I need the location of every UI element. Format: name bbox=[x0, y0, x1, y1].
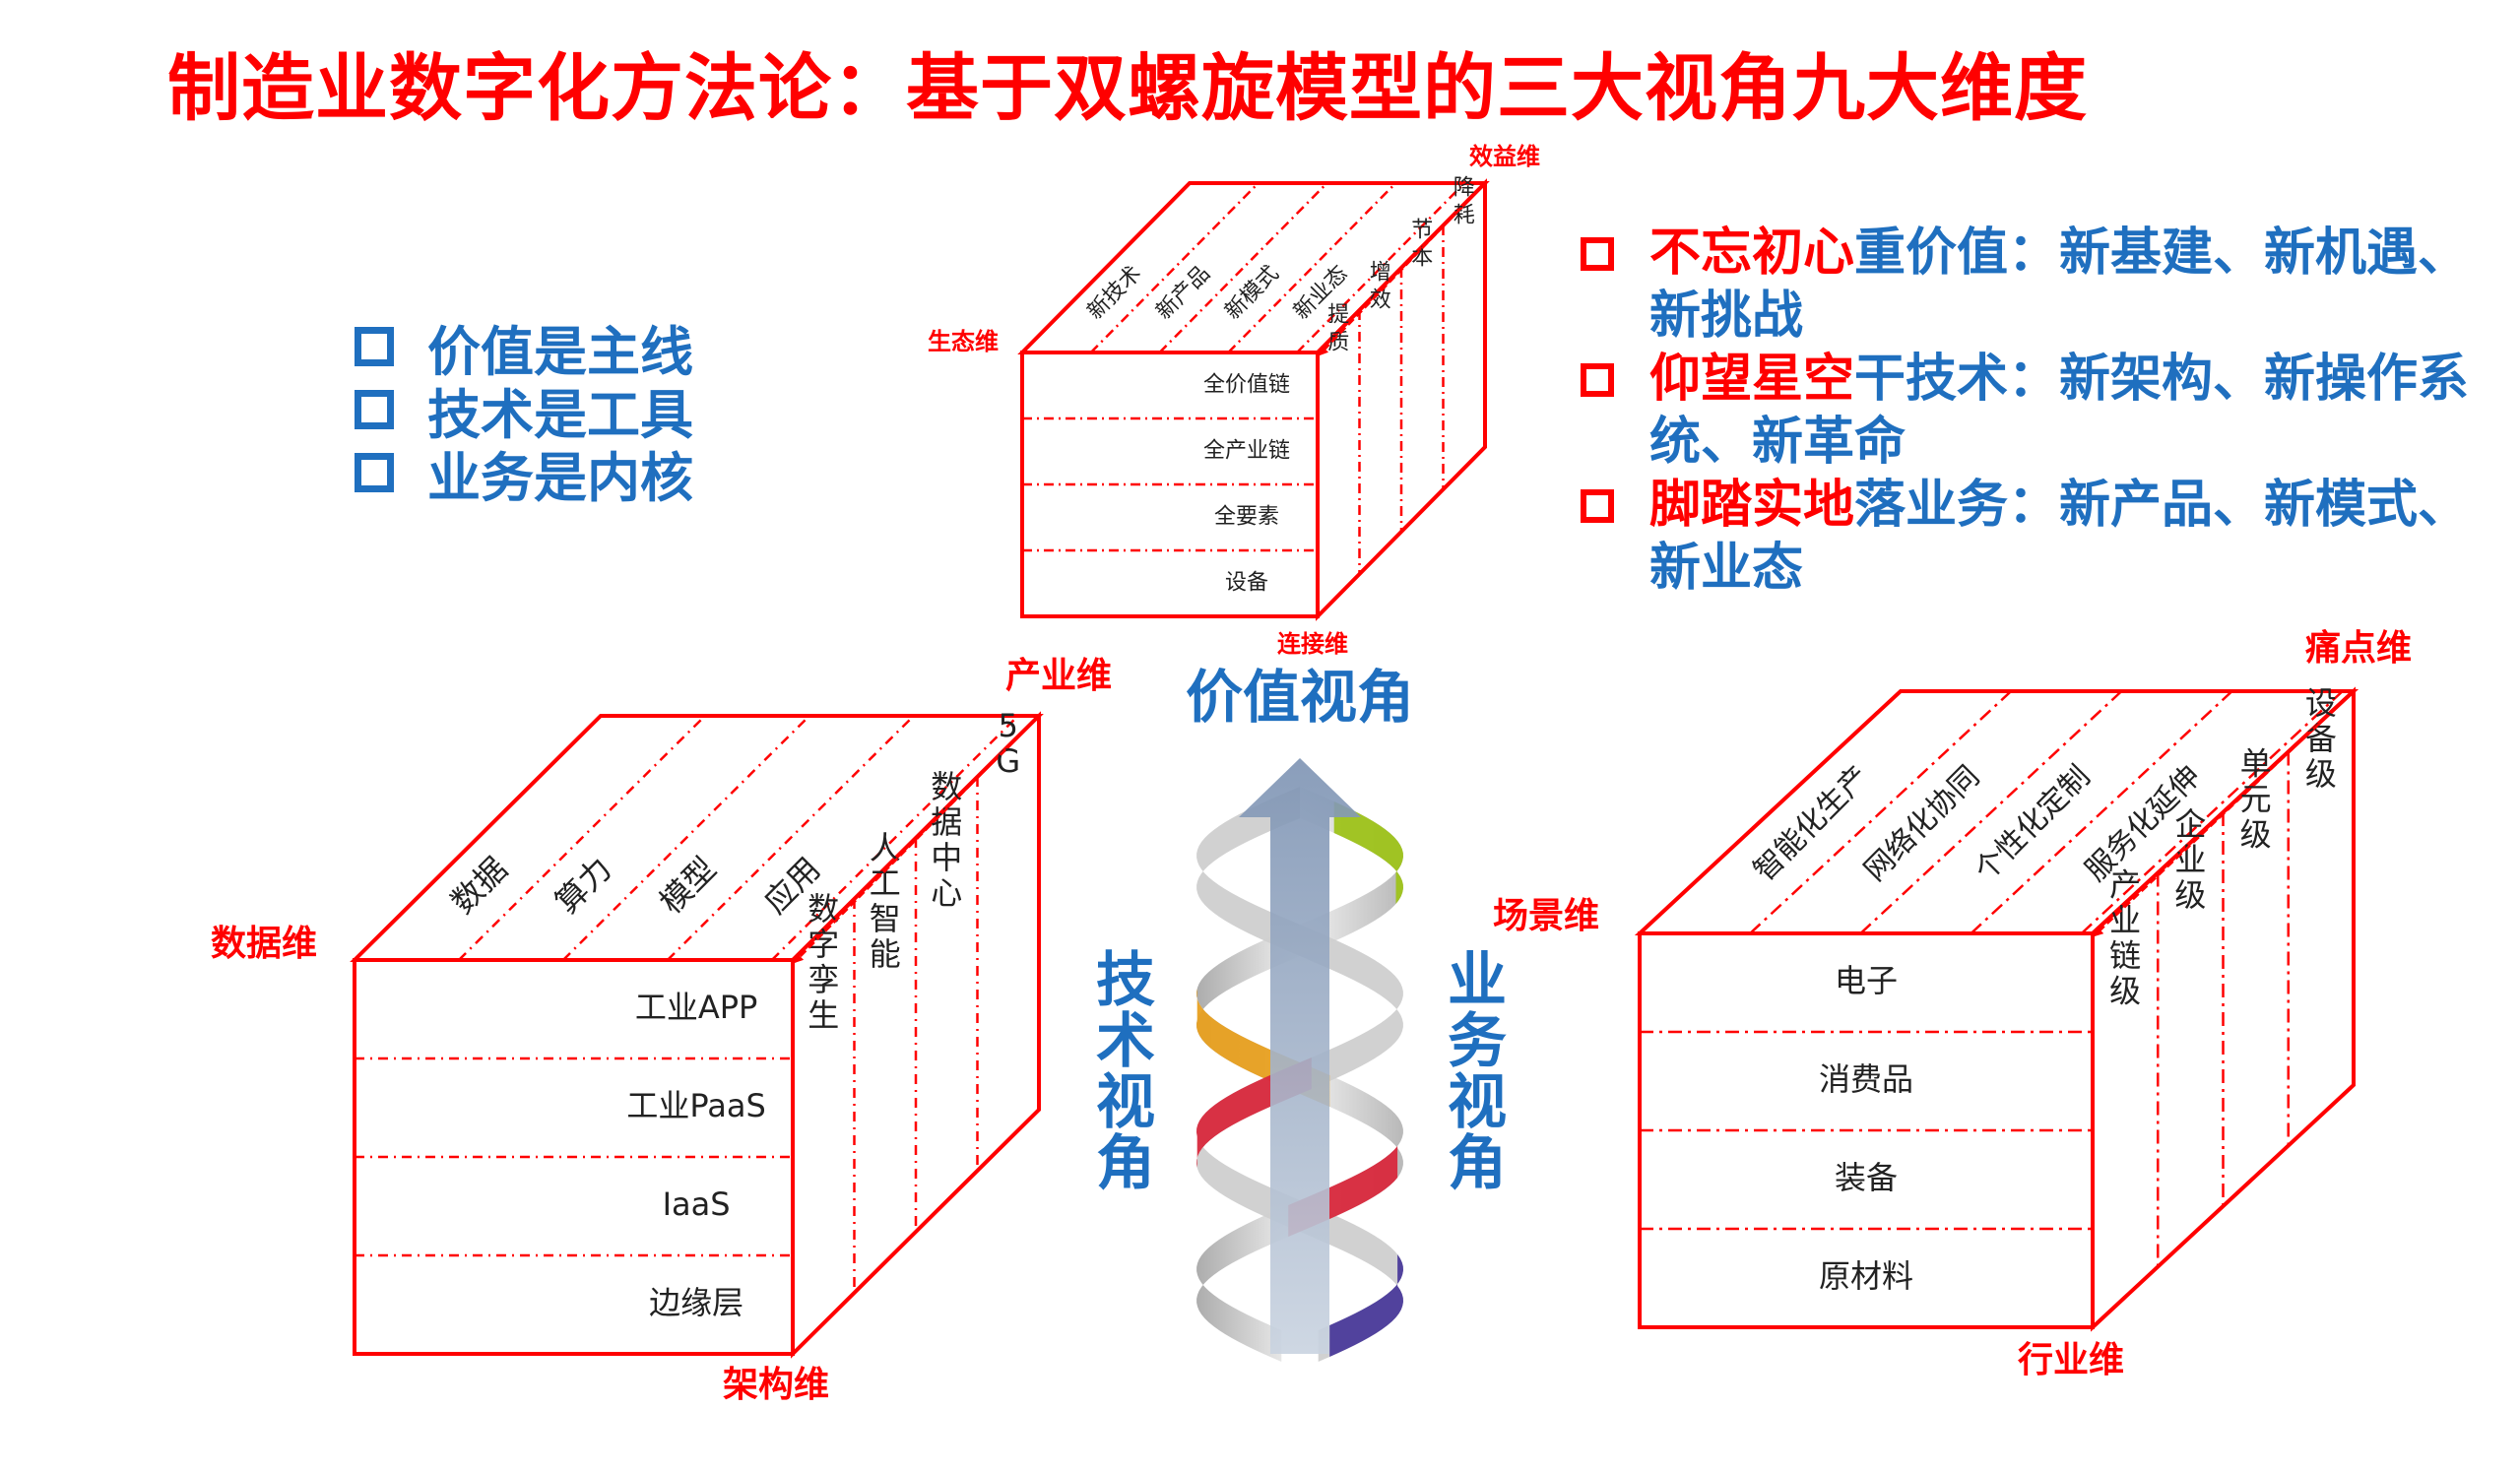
row-label: IaaS bbox=[663, 1185, 731, 1223]
row-label: 全产业链 bbox=[1203, 439, 1290, 464]
row-label: 消费品 bbox=[1819, 1060, 1913, 1098]
dimension-label: 产业维 bbox=[1005, 656, 1112, 696]
side-label: 产业链级 bbox=[2109, 865, 2141, 1009]
dimension-label: 行业维 bbox=[2018, 1340, 2124, 1380]
row-label: 装备 bbox=[1835, 1159, 1898, 1196]
row-label: 工业PaaS bbox=[626, 1087, 765, 1124]
row-label: 原材料 bbox=[1819, 1257, 1913, 1295]
business-perspective-label: 业务视角 bbox=[1443, 950, 1512, 1194]
dimension-label: 数据维 bbox=[211, 924, 317, 964]
business-cube: 电子消费品装备原材料智能化生产网络化协同个性化定制服务化延伸产业链级企业级单元级… bbox=[1493, 628, 2412, 1380]
row-label: 工业APP bbox=[635, 989, 758, 1026]
row-label: 全要素 bbox=[1214, 505, 1279, 530]
side-label: 设备级 bbox=[2305, 684, 2337, 793]
dimension-label: 痛点维 bbox=[2305, 628, 2412, 669]
dimension-label: 生态维 bbox=[928, 328, 999, 355]
dimension-label: 效益维 bbox=[1469, 143, 1540, 170]
side-label: 企业级 bbox=[2174, 805, 2206, 914]
row-label: 设备 bbox=[1225, 571, 1268, 596]
dimension-label: 架构维 bbox=[723, 1365, 829, 1405]
row-label: 电子 bbox=[1835, 962, 1898, 999]
dimension-label: 连接维 bbox=[1277, 630, 1348, 658]
side-label: 数字孪生 bbox=[808, 890, 839, 1034]
side-label: 单元级 bbox=[2240, 744, 2272, 853]
tech-perspective-label: 技术视角 bbox=[1091, 950, 1160, 1194]
value-cube: 全价值链全产业链全要素设备新技术新产品新模式新业态提质增效节本降耗效益维生态维连… bbox=[928, 143, 1540, 658]
dimension-label: 场景维 bbox=[1493, 896, 1599, 936]
row-label: 全价值链 bbox=[1203, 373, 1290, 398]
value-perspective-label: 价值视角 bbox=[1186, 664, 1414, 731]
double-helix: 价值视角 bbox=[1186, 664, 1414, 1362]
row-label: 边缘层 bbox=[649, 1284, 743, 1321]
side-label: 人工智能 bbox=[870, 829, 901, 973]
side-label: 数据中心 bbox=[931, 768, 962, 912]
